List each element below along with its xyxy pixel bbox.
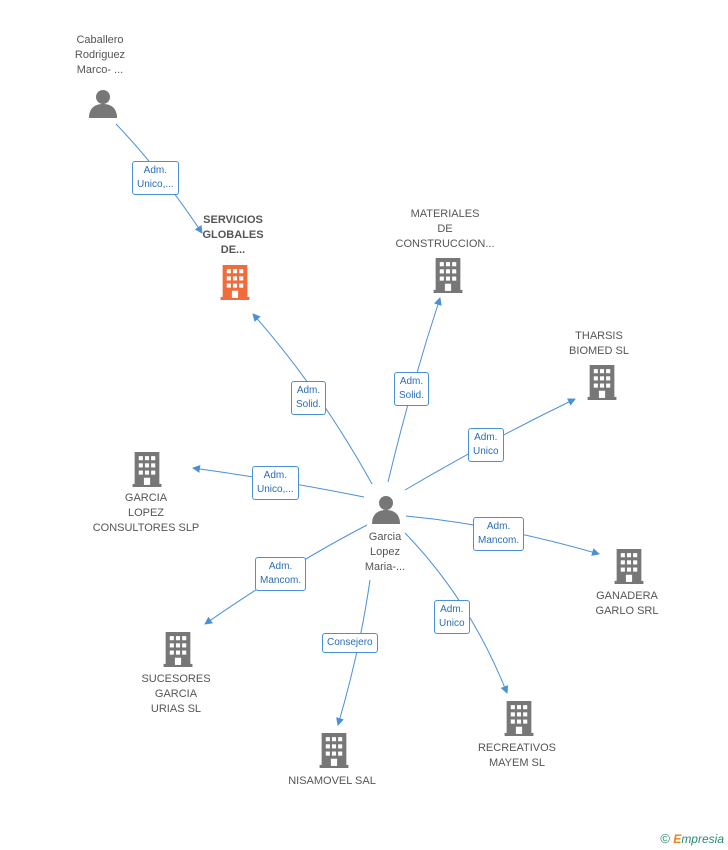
building-icon[interactable] [504,701,534,736]
building-icon[interactable] [319,733,349,768]
node-label-recreativos[interactable]: RECREATIVOS MAYEM SL [457,741,577,771]
edge-label-line: Adm. [440,604,464,615]
edge-label-line: Unico,... [137,179,174,190]
edge-label-garcia-tharsis[interactable]: Adm. Unico [468,428,504,462]
edge-label-line: Unico [473,446,499,457]
building-icon-focus[interactable] [220,265,250,300]
node-label-line: Maria-... [364,561,406,573]
edge-label-line: Unico,... [257,484,294,495]
node-label-line: BIOMED SL [569,345,629,357]
node-label-line: THARSIS [575,330,623,342]
edge-label-line: Mancom. [478,535,520,546]
node-label-line: GLOBALES [202,229,264,241]
edge-label-line: Adm. [263,470,288,481]
brand-name: mpresia [681,832,724,846]
edge-label-garcia-ganadera[interactable]: Adm. Mancom. [473,517,525,551]
node-label-ganadera[interactable]: GANADERA GARLO SRL [567,589,687,619]
node-label-line: SUCESORES [141,673,211,685]
edge-label-line: Unico [439,618,465,629]
node-label-line: GARCIA [124,492,168,504]
node-label-line: MAYEM SL [488,757,546,769]
edge-label-line: Adm. [143,165,168,176]
node-label-line: GARCIA [154,688,198,700]
node-label-garcia-person[interactable]: Garcia Lopez Maria-... [325,530,445,575]
node-label-line: Garcia [368,531,402,543]
node-label-sucesores[interactable]: SUCESORES GARCIA URIAS SL [116,672,236,717]
building-icon[interactable] [587,365,617,400]
edge-label-garcia-materiales[interactable]: Adm. Solid. [394,372,430,406]
edge-label-garcia-nisamovel[interactable]: Consejero [322,633,378,653]
building-icon[interactable] [614,549,644,584]
node-label-line: URIAS SL [150,703,202,715]
node-label-materiales[interactable]: MATERIALES DE CONSTRUCCION... [385,207,505,252]
edge-label-caballero-servicios[interactable]: Adm. Unico,... [132,161,179,195]
edge-label-line: Adm. [474,432,498,443]
node-label-line: Lopez [370,546,400,558]
node-label-line: GARLO SRL [595,605,659,617]
edge-label-garcia-garcialopez[interactable]: Adm. Unico,... [252,466,299,500]
node-label-tharsis[interactable]: THARSIS BIOMED SL [539,329,659,359]
building-icon[interactable] [163,632,193,667]
node-label-line: CONSTRUCCION... [395,238,495,250]
node-label-line: RECREATIVOS [477,742,557,754]
edge-label-line: Adm. [268,561,293,572]
brand-watermark: © Empresia [660,831,724,846]
edge-label-line: Solid. [399,390,425,401]
node-label-caballero[interactable]: Caballero Rodriguez Marco- ... [40,33,160,78]
node-label-line: Marco- ... [76,64,124,76]
node-label-line: LOPEZ [127,507,165,519]
brand-initial: E [673,832,682,846]
building-icon[interactable] [132,452,162,487]
edge-label-line: Adm. [486,521,511,532]
edge-label-garcia-recreativos[interactable]: Adm. Unico [434,600,470,634]
copyright-symbol: © [660,831,670,846]
edge-label-garcia-servicios[interactable]: Adm. Solid. [291,381,327,415]
node-label-garcia-lopez-consultores[interactable]: GARCIA LOPEZ CONSULTORES SLP [86,491,206,536]
node-label-line: Caballero [76,34,124,46]
node-label-servicios[interactable]: SERVICIOS GLOBALES DE... [173,213,293,258]
edge-label-garcia-sucesores[interactable]: Adm. Mancom. [255,557,307,591]
node-label-nisamovel[interactable]: NISAMOVEL SAL [272,774,392,789]
node-label-line: DE [437,223,453,235]
building-icon[interactable] [433,258,463,293]
edge-label-line: Adm. [399,376,424,387]
node-label-line: DE... [220,244,246,256]
person-icon[interactable] [89,90,117,118]
edge-label-line: Solid. [296,399,322,410]
node-label-line: MATERIALES [410,208,480,220]
edge-label-line: Consejero [327,637,373,648]
person-icon[interactable] [372,496,400,524]
node-label-line: CONSULTORES SLP [92,522,200,534]
edge-label-line: Mancom. [260,575,302,586]
node-label-line: NISAMOVEL SAL [288,775,376,787]
node-label-line: SERVICIOS [203,214,263,226]
node-label-line: Rodriguez [74,49,126,61]
node-label-line: GANADERA [596,590,658,602]
edge-label-line: Adm. [296,385,321,396]
